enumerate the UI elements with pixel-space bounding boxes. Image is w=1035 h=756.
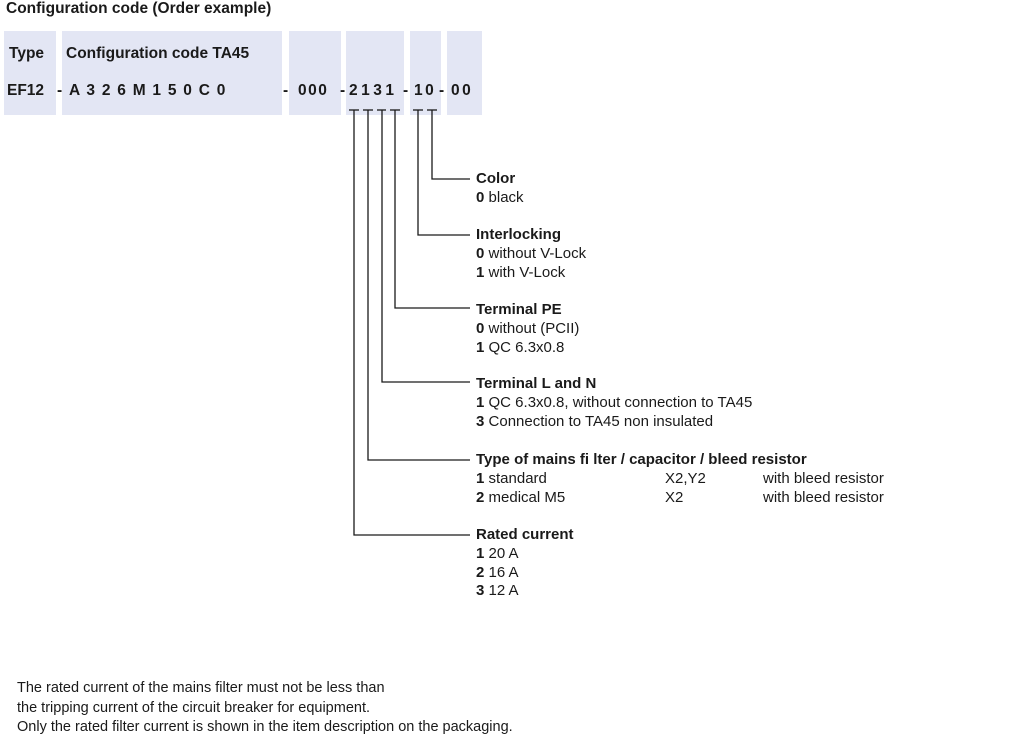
code-group1: 000 — [298, 82, 329, 99]
option-key: 3 — [476, 582, 485, 600]
section-heading: Terminal PE — [476, 301, 562, 318]
option-key: 1 — [476, 338, 485, 356]
code-dash: - — [283, 82, 289, 99]
code-group3: 10 — [414, 82, 437, 99]
code-dash: - — [403, 82, 409, 99]
section-heading: Terminal L and N — [476, 375, 597, 392]
option-resistor: with bleed resistor — [763, 488, 884, 506]
code-ta45: A 3 2 6 M 1 5 0 C 0 — [69, 82, 226, 99]
option-text: QC 6.3x0.8, without connection to TA45 — [488, 393, 753, 411]
option-key: 3 — [476, 412, 485, 430]
section-heading: Color — [476, 170, 516, 187]
code-dash: - — [439, 82, 445, 99]
option-key: 0 — [476, 319, 485, 337]
section-terminal-l-n: Terminal L and N 1 QC 6.3x0.8, without c… — [476, 375, 752, 431]
option-text: 12 A — [488, 582, 519, 600]
section-interlocking: Interlocking 0 without V-Lock 1 with V-L… — [476, 226, 586, 282]
group3-box — [410, 31, 441, 115]
group1-box — [289, 31, 341, 115]
option-text: medical M5 — [488, 488, 566, 506]
option-key: 1 — [476, 469, 485, 487]
section-mains-filter: Type of mains fi lter / capacitor / blee… — [476, 451, 956, 507]
option-text: without (PCII) — [488, 319, 580, 337]
code-dash: - — [57, 82, 63, 99]
config-code-header: Configuration code TA45 — [66, 45, 250, 62]
option-text: with V-Lock — [488, 263, 566, 281]
option-key: 2 — [476, 488, 485, 506]
option-capacitor: X2 — [665, 488, 684, 506]
section-rated-current: Rated current 1 20 A 2 16 A 3 12 A — [476, 526, 574, 601]
option-text: QC 6.3x0.8 — [488, 338, 565, 356]
option-key: 1 — [476, 263, 485, 281]
code-type: EF12 — [7, 82, 45, 99]
option-text: 20 A — [488, 544, 519, 562]
option-resistor: with bleed resistor — [763, 469, 884, 487]
option-key: 0 — [476, 188, 485, 206]
option-text: standard — [488, 469, 547, 487]
option-capacitor: X2,Y2 — [665, 469, 706, 487]
option-key: 2 — [476, 563, 485, 581]
option-text: without V-Lock — [488, 244, 587, 262]
section-heading: Type of mains fi lter / capacitor / blee… — [476, 451, 807, 468]
page-title: Configuration code (Order example) — [6, 0, 272, 17]
code-dash: - — [340, 82, 346, 99]
option-key: 1 — [476, 393, 485, 411]
section-color: Color 0 black — [476, 170, 524, 208]
config-code-box — [62, 31, 282, 115]
footnote: The rated current of the mains filter mu… — [17, 679, 513, 738]
footnote-line: The rated current of the mains filter mu… — [17, 680, 385, 696]
option-key: 0 — [476, 244, 485, 262]
code-group4: 00 — [451, 82, 474, 99]
section-heading: Interlocking — [476, 226, 562, 243]
code-group2: 2131 — [349, 82, 398, 99]
option-text: Connection to TA45 non insulated — [488, 412, 714, 430]
option-key: 1 — [476, 544, 485, 562]
group4-box — [447, 31, 482, 115]
section-terminal-pe: Terminal PE 0 without (PCII) 1 QC 6.3x0.… — [476, 301, 579, 357]
option-text: black — [488, 188, 524, 206]
footnote-line: the tripping current of the circuit brea… — [17, 699, 371, 716]
option-text: 16 A — [488, 563, 519, 581]
group2-box — [346, 31, 404, 115]
type-header: Type — [9, 45, 45, 62]
footnote-line: Only the rated filter current is shown i… — [17, 719, 513, 735]
section-heading: Rated current — [476, 526, 574, 543]
type-box — [4, 31, 56, 115]
